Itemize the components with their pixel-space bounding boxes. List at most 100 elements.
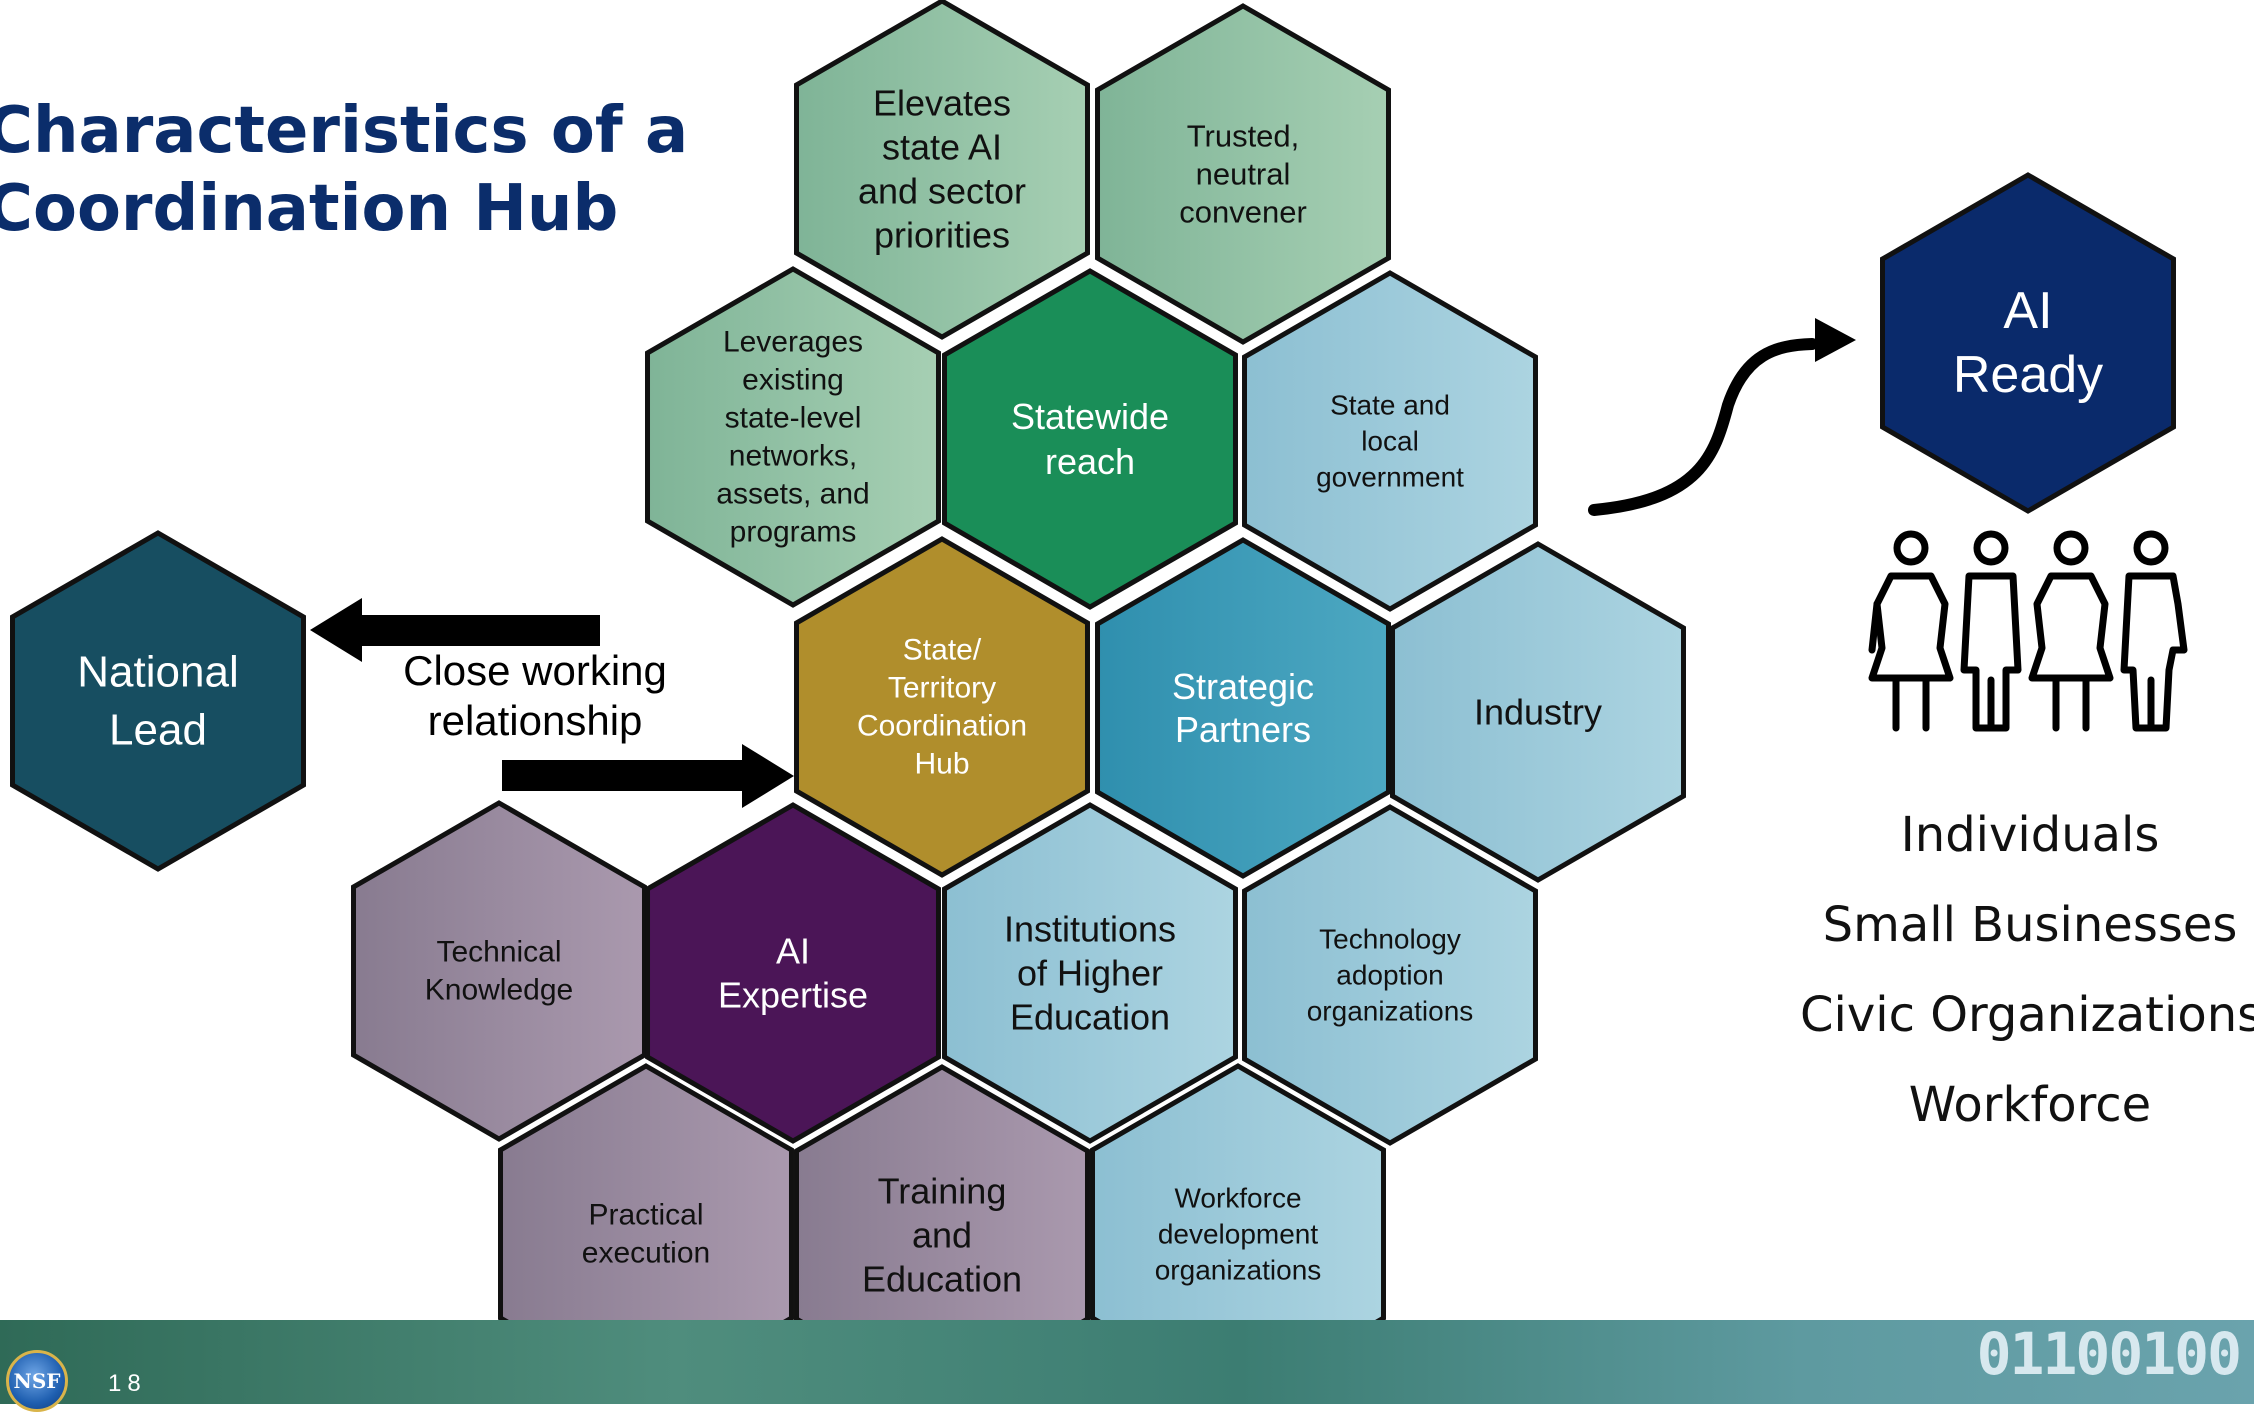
hexagon-label-line: programs xyxy=(730,516,857,549)
hexagon-label-line: Education xyxy=(862,1259,1022,1300)
hexagon-label-line: Elevates xyxy=(873,83,1011,124)
relationship-label: Close working relationship xyxy=(400,646,670,746)
hexagon-technology: Technology adoption organizations xyxy=(1242,804,1538,1146)
curved-arrow-head xyxy=(1815,318,1856,362)
hexagon-label-line: organizations xyxy=(1155,1255,1322,1286)
hexagon-label-line: government xyxy=(1316,462,1464,493)
hexagon-label-line: State and xyxy=(1330,390,1450,421)
hexagon-label-line: Training xyxy=(878,1171,1007,1212)
hexagon-shape xyxy=(10,530,306,872)
hexagon-label-line: Knowledge xyxy=(425,974,573,1007)
hexagon-label-line: priorities xyxy=(874,215,1010,256)
hexagon-label-line: Ready xyxy=(1953,346,2103,404)
hexagon-shape xyxy=(1880,172,2176,514)
hexagon-label-line: local xyxy=(1361,426,1419,457)
hexagon-label-line: AI xyxy=(776,931,810,972)
hexagon-label-line: Lead xyxy=(109,706,207,755)
hexagon-label-line: of Higher xyxy=(1017,953,1163,994)
page-title: Characteristics of a Coordination Hub xyxy=(0,92,688,248)
audience-individuals: Individuals xyxy=(1900,807,2160,863)
hexagon-ai-ready: AI Ready xyxy=(1880,172,2176,514)
title-line-1: Characteristics of a xyxy=(0,94,689,168)
hexagon-label-line: development xyxy=(1158,1219,1319,1250)
arrow-to-national-lead-head xyxy=(310,598,362,662)
nsf-logo: NSF xyxy=(6,1350,68,1412)
people-icon xyxy=(1868,530,2188,732)
hexagon-shape xyxy=(645,266,941,608)
hexagon-label-line: adoption xyxy=(1336,960,1443,991)
hexagon-leverages: Leverages existing state-level networks, ass… xyxy=(645,266,941,608)
hexagon-label-line: Trusted, xyxy=(1187,119,1300,154)
hexagon-label-line: assets, and xyxy=(716,478,869,511)
arrow-to-hub-shaft xyxy=(502,760,742,791)
hexagon-shape xyxy=(1095,3,1391,345)
audience-workforce: Workforce xyxy=(1908,1077,2152,1133)
hexagon-label-line: Strategic xyxy=(1172,666,1314,707)
hexagon-label-line: and sector xyxy=(858,171,1026,212)
footer-binary-text: 01100100 xyxy=(1976,1320,2242,1388)
hexagon-label-line: Coordination xyxy=(857,710,1027,743)
hexagon-label-line: reach xyxy=(1045,441,1135,482)
hexagon-shape xyxy=(942,268,1238,610)
hexagon-shape xyxy=(1390,541,1686,883)
hexagon-label-line: Leverages xyxy=(723,326,863,359)
title-line-2: Coordination Hub xyxy=(0,172,619,246)
hexagon-label-line: Practical xyxy=(588,1199,703,1232)
hexagon-label-line: Statewide xyxy=(1011,396,1169,437)
hexagon-label-line: Workforce xyxy=(1174,1183,1301,1214)
hexagon-label-line: convener xyxy=(1179,195,1307,230)
hexagon-label-line: Partners xyxy=(1175,709,1311,750)
hexagon-shape xyxy=(1242,804,1538,1146)
hexagon-practical: Practical execution xyxy=(498,1063,794,1404)
audience-list: Individuals Small Businesses Civic Organ… xyxy=(1800,790,2254,1150)
hexagon-shape xyxy=(794,536,1090,878)
arrow-to-hub-head xyxy=(742,744,794,808)
hexagon-label-line: and xyxy=(912,1215,972,1256)
hexagon-state-local: State and local government xyxy=(1242,270,1538,612)
hexagon-label-line: AI xyxy=(2003,282,2052,340)
hexagon-shape xyxy=(1095,537,1391,879)
hexagon-label-line: networks, xyxy=(729,440,857,473)
hexagon-shape xyxy=(645,802,941,1144)
curved-arrow-to-ai-ready xyxy=(1588,338,1818,516)
hexagon-label-line: Hub xyxy=(914,748,969,781)
hexagon-label-line: neutral xyxy=(1196,157,1291,192)
hexagon-shape xyxy=(1242,270,1538,612)
hexagon-workforce-dev: Workforce development organizations xyxy=(1090,1063,1386,1404)
hexagon-label-line: execution xyxy=(582,1237,710,1270)
hexagon-label-line: State/ xyxy=(903,634,982,667)
hexagon-label-line: existing xyxy=(742,364,844,397)
hexagon-label-line: state-level xyxy=(725,402,862,435)
audience-civic-organizations: Civic Organizations xyxy=(1800,987,2254,1043)
relationship-line-1: Close working xyxy=(403,647,667,694)
page-number: 18 xyxy=(108,1370,147,1397)
relationship-line-2: relationship xyxy=(427,697,643,744)
footer-banner: NSF 18 xyxy=(0,1320,2254,1412)
hexagon-shape xyxy=(942,802,1238,1144)
hexagon-label-line: Territory xyxy=(888,672,996,705)
hexagon-shape xyxy=(351,800,647,1142)
hexagon-label-line: Technical xyxy=(436,936,561,969)
hexagon-shape xyxy=(794,0,1090,340)
hexagon-label-line: Technology xyxy=(1319,924,1461,955)
hexagon-label-line: organizations xyxy=(1307,996,1474,1027)
audience-small-businesses: Small Businesses xyxy=(1822,897,2238,953)
arrow-to-national-lead-shaft xyxy=(360,615,600,646)
hexagon-label-line: Institutions xyxy=(1004,909,1176,950)
hexagon-label-line: state AI xyxy=(882,127,1002,168)
hexagon-industry: Industry xyxy=(1390,541,1686,883)
hexagon-label-line: Education xyxy=(1010,997,1170,1038)
hexagon-label-line: Expertise xyxy=(718,975,868,1016)
hexagon-label-line: Industry xyxy=(1474,692,1602,733)
